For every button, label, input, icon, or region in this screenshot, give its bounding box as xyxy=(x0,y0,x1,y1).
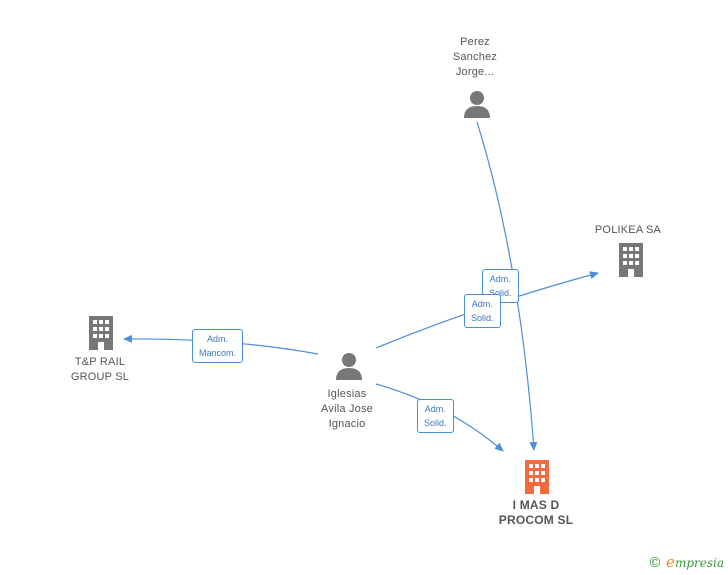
person-icon[interactable] xyxy=(334,352,364,380)
edge-label-iglesias-imasd[interactable]: Adm. Solid. xyxy=(417,399,454,433)
node-label-tp-rail[interactable]: T&P RAIL GROUP SL xyxy=(70,356,130,383)
building-icon[interactable] xyxy=(86,316,116,350)
main-building-icon[interactable] xyxy=(522,460,552,494)
empresia-logo: ©empresia xyxy=(648,553,724,571)
node-label-polikea[interactable]: POLIKEA SA xyxy=(594,224,662,236)
building-icon[interactable] xyxy=(616,243,646,277)
node-label-perez[interactable]: Perez Sanchez Jorge... xyxy=(452,36,498,78)
copyright-icon: © xyxy=(648,555,663,571)
edge-label-iglesias-tprail[interactable]: Adm. Mancom. xyxy=(192,329,244,363)
node-label-iglesias[interactable]: Iglesias Avila Jose Ignacio xyxy=(321,388,373,430)
person-icon[interactable] xyxy=(462,90,492,118)
edge-label-iglesias-polikea[interactable]: Adm. Solid. xyxy=(464,294,501,328)
node-label-imasd[interactable]: I MAS D PROCOM SL xyxy=(498,498,574,527)
